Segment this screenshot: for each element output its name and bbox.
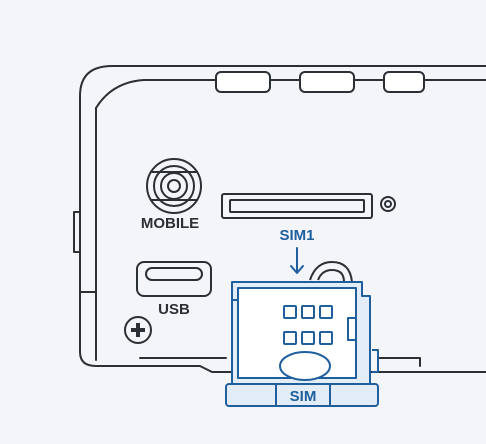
- sim-contact: [301, 331, 315, 345]
- sim-contact: [319, 305, 333, 319]
- mobile-connector: [146, 158, 202, 214]
- vent-slots: [215, 71, 425, 93]
- usb-label: USB: [158, 301, 190, 318]
- vent-slot: [299, 71, 355, 93]
- insert-arrow: [290, 247, 304, 274]
- vent-slot: [383, 71, 425, 93]
- sim-contact: [283, 331, 297, 345]
- sim-contact: [319, 331, 333, 345]
- mobile-label: MOBILE: [141, 215, 199, 232]
- screw-icon: [124, 316, 152, 344]
- led-indicator: [380, 196, 396, 212]
- sim1-slot: [221, 193, 373, 219]
- sim1-label: SIM1: [279, 227, 314, 244]
- sim-contact: [283, 305, 297, 319]
- usb-port: [136, 261, 212, 297]
- ground-post: [309, 260, 353, 283]
- sim-contacts: [283, 305, 333, 345]
- sim-contact: [301, 305, 315, 319]
- tray-label: SIM: [290, 388, 317, 405]
- tray-faceplate: [225, 383, 379, 407]
- device-housing: [73, 65, 486, 373]
- eject-hole: [279, 351, 331, 381]
- vent-slot: [215, 71, 271, 93]
